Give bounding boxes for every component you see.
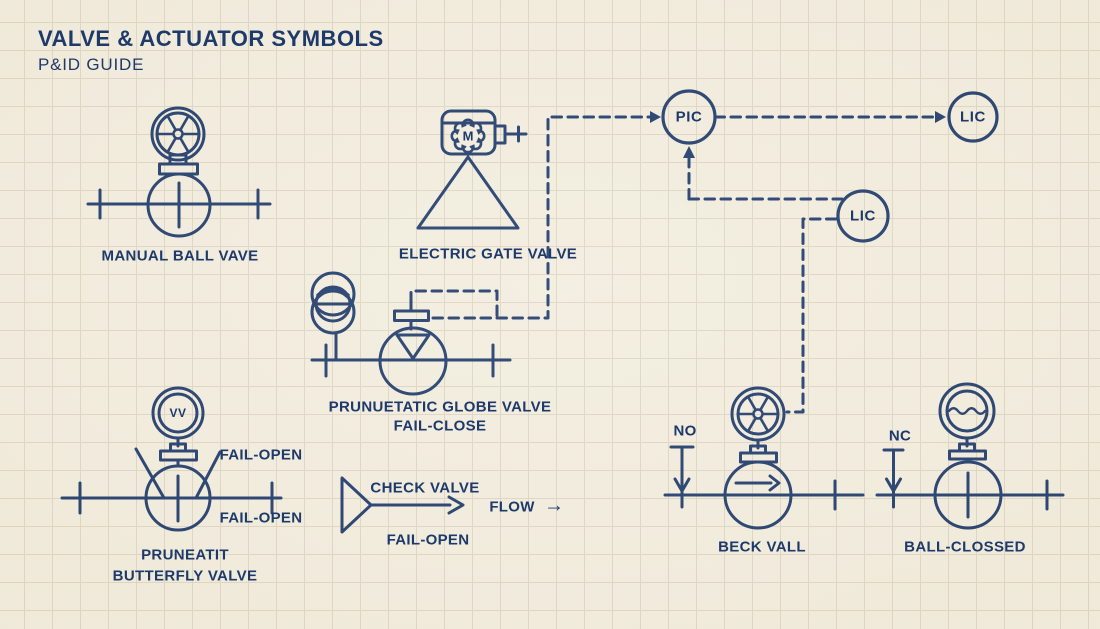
pipe-ticks: [98, 188, 260, 220]
manual-ball-valve-symbol: [86, 106, 272, 238]
gate-triangle: [416, 155, 520, 230]
lic-top-bubble: [947, 91, 999, 143]
caption-globe-valve-line2: FAIL-CLOSE: [393, 417, 487, 435]
stem-flange-wide: [158, 162, 199, 176]
normally-closed-indicator: [882, 448, 905, 509]
arrowhead-up-into-pic: [683, 146, 695, 158]
normally-open-indicator: [669, 445, 695, 509]
butterfly-valve-symbol: [60, 386, 283, 532]
level-gauge-icon: [938, 382, 996, 440]
label-fail-open-top: FAIL-OPEN: [219, 446, 303, 464]
signal-box: [409, 289, 499, 320]
flow-arrowhead: [447, 495, 465, 515]
gear-icon: [450, 118, 486, 154]
caption-globe-valve-line1: PRUNUETATIC GLOBE VALVE: [328, 398, 552, 416]
caption-butterfly-line2: BUTTERFLY VALVE: [112, 567, 258, 585]
lic-mid-bubble: [836, 189, 890, 243]
caption-butterfly-line1: PRUNEATIT: [141, 546, 229, 564]
label-check-fail-open: FAIL-OPEN: [386, 531, 470, 549]
caption-electric-gate-valve: ELECTRIC GATE VALVE: [398, 245, 578, 263]
arrowhead-into-pic: [650, 111, 661, 123]
beck-valve-symbol: [663, 386, 865, 530]
lic-mid-bubble-label: LIC: [850, 207, 876, 225]
caption-check-valve: CHECK VALVE: [370, 479, 480, 497]
butterfly-actuator-letters: VV: [169, 406, 187, 420]
label-nc: NC: [888, 427, 912, 445]
signal-lines: [409, 115, 937, 414]
page-title: VALVE & ACTUATOR SYMBOLS: [38, 26, 384, 51]
inner-flow-arrow: [734, 474, 781, 492]
pic-bubble-label: PIC: [675, 108, 703, 126]
label-no: NO: [673, 422, 697, 440]
disc-diagonals: [134, 447, 222, 500]
pipe-ticks: [324, 343, 495, 378]
stem-flange-wide: [948, 449, 987, 461]
signal-globe-to-pic: [431, 115, 652, 320]
diaphragm-actuator-icon: [310, 271, 356, 335]
valve-body: [378, 326, 448, 396]
globe-triangle: [395, 333, 431, 360]
motor-connector-lead: [503, 125, 528, 143]
caption-ball-closed-valve: BALL-CLOSSED: [904, 538, 1026, 556]
lic-top-bubble-label: LIC: [960, 108, 986, 126]
top-flange: [393, 309, 430, 322]
caption-beck-valve: BECK VALL: [718, 538, 806, 556]
ball-closed-valve-symbol: [875, 382, 1065, 530]
electric-gate-valve-symbol: [416, 109, 528, 230]
caption-manual-ball-valve: MANUAL BALL VAVE: [101, 247, 259, 265]
handwheel-icon: [150, 106, 206, 162]
check-triangle: [340, 476, 373, 534]
pipe-ticks: [78, 481, 274, 515]
signal-lic-mid-to-beck: [785, 217, 838, 414]
flow-arrow-glyph: →: [544, 494, 564, 517]
motor-connector: [493, 124, 507, 145]
arrowhead-into-lic: [935, 111, 946, 123]
motor-letter: M: [462, 128, 474, 144]
stem-flange-wide: [159, 449, 198, 462]
check-valve-symbol: [340, 476, 465, 534]
label-fail-open-bottom: FAIL-OPEN: [219, 509, 303, 527]
handwheel-icon: [730, 386, 786, 442]
label-flow: FLOW: [489, 498, 535, 516]
page-subtitle: P&ID GUIDE: [38, 55, 145, 74]
signal-arrowheads: [650, 111, 946, 158]
